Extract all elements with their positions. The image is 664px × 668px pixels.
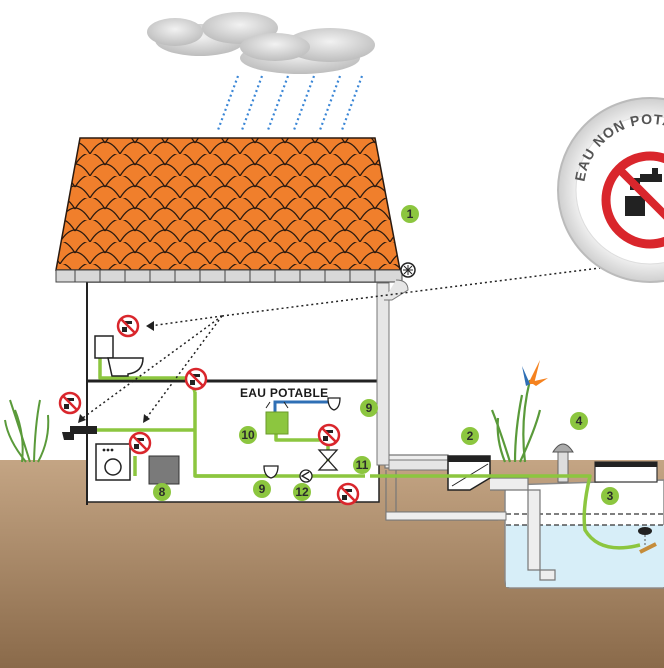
no-drinking-water-icon [184, 367, 208, 391]
potable-label: EAU POTABLE [240, 386, 328, 400]
cloud-icon [147, 12, 375, 74]
rain-icon [216, 75, 364, 131]
toilet-icon [94, 335, 144, 377]
no-drinking-water-icon [128, 431, 152, 455]
eau-non-potable-badge: EAU NON POTABLE [557, 97, 664, 283]
number-badge-3: 3 [601, 487, 619, 505]
number-badge-9: 9 [253, 480, 271, 498]
number-badge-label: 2 [467, 429, 474, 443]
no-drinking-water-icon [116, 314, 140, 338]
number-badge-4: 4 [570, 412, 588, 430]
no-drinking-water-icon [336, 482, 360, 506]
number-badge-label: 10 [241, 428, 255, 442]
number-badge-label: 9 [366, 401, 373, 415]
number-badge-8: 8 [153, 483, 171, 501]
dotted-arrows [79, 267, 601, 421]
number-badge-12: 12 [293, 483, 311, 501]
number-badge-label: 1 [407, 207, 414, 221]
number-badge-label: 9 [259, 482, 266, 496]
pump-icon [299, 469, 313, 483]
washing-machine-icon [95, 443, 131, 481]
no-drinking-water-icon [317, 423, 341, 447]
valve-icon [317, 449, 339, 471]
roof [55, 137, 403, 283]
plant-icon [490, 379, 542, 463]
bird-of-paradise-flower [522, 360, 548, 386]
number-badge-label: 8 [159, 485, 166, 499]
number-badge-10: 10 [239, 426, 257, 444]
potable-pipe [273, 400, 330, 412]
filter-unit [447, 455, 491, 491]
no-drinking-water-icons [58, 314, 360, 506]
number-badge-label: 12 [295, 485, 309, 499]
number-badge-9: 9 [360, 399, 378, 417]
number-badge-label: 3 [607, 489, 614, 503]
vent [552, 443, 574, 483]
number-badge-label: 4 [576, 414, 583, 428]
check-valve-icon [263, 397, 341, 479]
faucet-icon [62, 426, 97, 440]
potable-valve-box [265, 411, 289, 435]
number-badge-1: 1 [401, 205, 419, 223]
pump-box [148, 455, 180, 485]
number-badge-11: 11 [353, 456, 371, 474]
number-badge-label: 11 [356, 458, 369, 472]
downpipe [376, 262, 449, 471]
green-pipes [97, 340, 641, 550]
number-badge-2: 2 [461, 427, 479, 445]
no-drinking-water-icon [58, 391, 82, 415]
plant-icon [4, 399, 50, 463]
